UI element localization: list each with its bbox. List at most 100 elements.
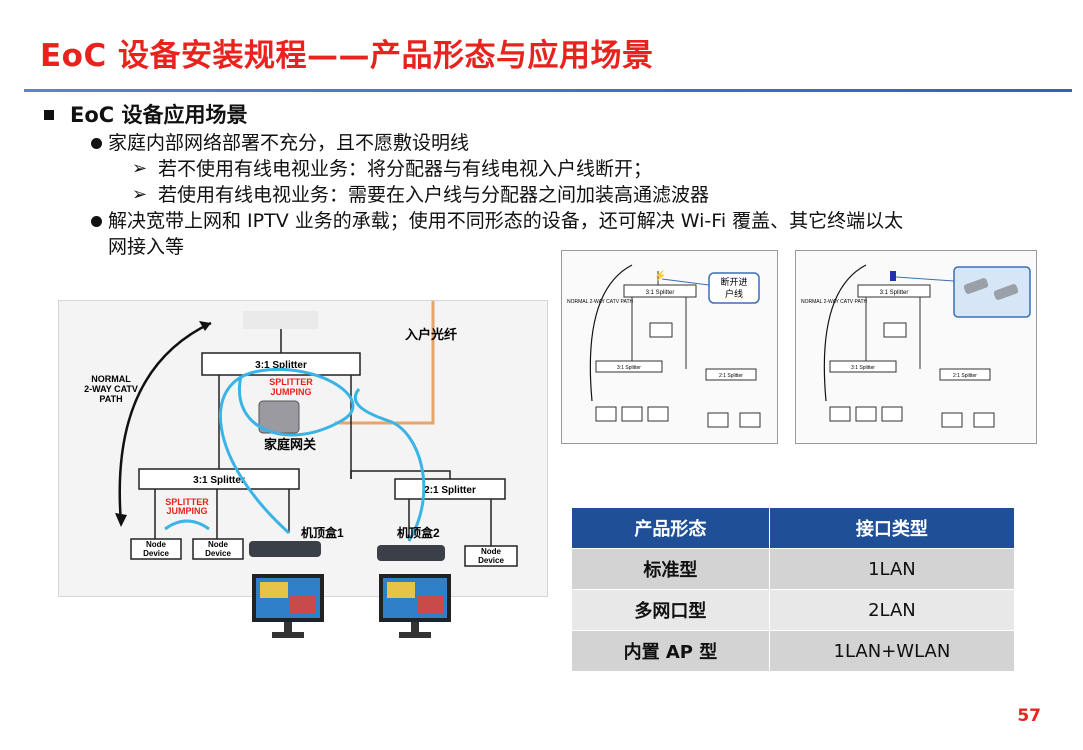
bullet-text-continued: 网接入等	[108, 236, 185, 258]
jumping-label-top-1: SPLITTER	[269, 377, 313, 387]
page-number: 57	[1017, 706, 1041, 726]
section-heading: EoC 设备应用场景	[40, 100, 1050, 130]
normal-path-label-1: NORMAL	[91, 374, 131, 384]
table-cell: 标准型	[571, 548, 770, 590]
mini-splitter-left-label: 3:1 Splitter	[851, 365, 875, 371]
jumping-label-bottom-1: SPLITTER	[165, 497, 209, 507]
callout-line-1: 断开进	[720, 276, 747, 287]
sub-bullet-item: ➢ 若不使用有线电视业务：将分配器与有线电视入户线断开；	[40, 156, 1050, 182]
set-top-box-1	[249, 541, 321, 557]
mini-splitter-right	[705, 368, 757, 381]
sub-bullet-text: 若使用有线电视业务：需要在入户线与分配器之间加装高通滤波器	[158, 184, 710, 206]
callout-box	[708, 272, 760, 304]
bullet-item: 解决宽带上网和 IPTV 业务的承载；使用不同形态的设备，还可解决 Wi-Fi …	[40, 208, 1050, 260]
node-device	[192, 538, 244, 560]
arrow-bullet-icon: ➢	[132, 184, 148, 205]
node-device	[464, 545, 518, 567]
mini-splitter-right-label: 2:1 Splitter	[719, 373, 743, 379]
cable-stb1	[218, 368, 355, 535]
mini-node-device	[647, 406, 669, 422]
callout-line-2: 户线	[725, 288, 743, 299]
mini-node-device	[881, 406, 903, 422]
mini-diagram-b-svg: NORMAL 2-WAY CATV PATH 3:1 Splitter 3:1 …	[801, 264, 1031, 428]
cut-mark-icon: ⚡	[654, 269, 666, 282]
jumping-label-top-2: JUMPING	[270, 387, 311, 397]
splitter-top-label: 3:1 Splitter	[255, 360, 307, 371]
mini-splitter-right	[939, 368, 991, 381]
table-cell: 多网口型	[571, 589, 770, 631]
fiber-label: 入户光纤	[405, 327, 457, 342]
cable-stb2	[353, 388, 426, 542]
mini-splitter-left-label: 3:1 Splitter	[617, 365, 641, 371]
tv-2	[379, 574, 451, 638]
bullet-list: EoC 设备应用场景 家庭内部网络部署不充分，且不愿敷设明线 ➢ 若不使用有线电…	[40, 100, 1050, 260]
tv-1	[252, 574, 324, 638]
filter-marker-icon	[890, 271, 896, 281]
normal-path-label-2: 2-WAY CATV	[84, 384, 138, 394]
page-title: EoC 设备安装规程——产品形态与应用场景	[40, 38, 654, 74]
mini-node-device	[941, 412, 963, 428]
fiber-line	[335, 289, 435, 425]
table-cell: 1LAN+WLAN	[768, 630, 1016, 672]
node-device-label-2: Device	[478, 556, 504, 565]
dot-bullet-icon	[91, 216, 102, 227]
mini-splitter-left	[829, 360, 897, 373]
mini-splitter-top-label: 3:1 Splitter	[646, 290, 675, 296]
mini-splitter-top	[623, 284, 697, 298]
filter-photo	[953, 266, 1031, 318]
bullet-item: 家庭内部网络部署不充分，且不愿敷设明线	[40, 130, 1050, 156]
table-cell: 2LAN	[768, 589, 1016, 631]
jumping-arc	[164, 519, 210, 531]
title-divider	[24, 89, 1072, 92]
node-device-label-2: Device	[143, 549, 169, 558]
mini-node-device	[621, 406, 643, 422]
node-device-label-1: Node	[146, 540, 167, 549]
node-device-label-2: Device	[205, 549, 231, 558]
jumping-label-bottom-2: JUMPING	[166, 506, 207, 516]
normal-path-label-3: PATH	[99, 394, 122, 404]
mini-diagram-filter: NORMAL 2-WAY CATV PATH 3:1 Splitter 3:1 …	[795, 250, 1037, 444]
mini-diagram-disconnect: NORMAL 2-WAY CATV PATH 3:1 Splitter ⚡ 断开…	[561, 250, 778, 444]
mini-splitter-left	[595, 360, 663, 373]
node-device-label-1: Node	[481, 547, 502, 556]
node-device	[130, 538, 182, 560]
mini-node-device	[707, 412, 729, 428]
stb1-label: 机顶盒1	[301, 525, 344, 540]
section-heading-text: EoC 设备应用场景	[70, 103, 248, 127]
mini-splitter-right-label: 2:1 Splitter	[953, 373, 977, 379]
mini-node-device	[739, 412, 761, 428]
splitter-right-label: 2:1 Splitter	[424, 485, 476, 496]
main-network-diagram: 3:1 Splitter NORMAL 2-WAY CATV PATH 入户光纤…	[58, 289, 548, 597]
node-device-label-1: Node	[208, 540, 229, 549]
sub-bullet-item: ➢ 若使用有线电视业务：需要在入户线与分配器之间加装高通滤波器	[40, 182, 1050, 208]
mini-splitter-top-label: 3:1 Splitter	[880, 290, 909, 296]
mini-node-device	[855, 406, 877, 422]
splitter-left	[138, 468, 300, 490]
bullet-text: 解决宽带上网和 IPTV 业务的承载；使用不同形态的设备，还可解决 Wi-Fi …	[108, 210, 904, 232]
mini-node-device	[883, 322, 907, 338]
product-form-table: 产品形态 接口类型 标准型 1LAN 多网口型 2LAN 内置 AP 型 1LA…	[571, 507, 1016, 672]
splitter-left-label: 3:1 Splitter	[193, 475, 245, 486]
table-row: 标准型 1LAN	[571, 548, 1016, 590]
mini-node-device	[595, 406, 617, 422]
gateway-label: 家庭网关	[264, 437, 316, 452]
table-header-row: 产品形态 接口类型	[571, 507, 1016, 549]
blank-device	[243, 311, 318, 329]
normal-path-arrow	[118, 321, 212, 524]
network-diagram-svg: 3:1 Splitter NORMAL 2-WAY CATV PATH 入户光纤…	[84, 289, 518, 567]
sub-bullet-text: 若不使用有线电视业务：将分配器与有线电视入户线断开；	[158, 158, 653, 180]
mini-node-device	[829, 406, 851, 422]
table-row: 内置 AP 型 1LAN+WLAN	[571, 630, 1016, 672]
table-cell: 内置 AP 型	[571, 630, 770, 672]
dot-bullet-icon	[91, 138, 102, 149]
table-row: 多网口型 2LAN	[571, 589, 1016, 631]
mini-node-device	[649, 322, 673, 338]
bullet-text: 家庭内部网络部署不充分，且不愿敷设明线	[108, 132, 470, 154]
set-top-box-2	[377, 545, 445, 561]
mini-splitter-top	[857, 284, 931, 298]
mini-diagram-a-svg: NORMAL 2-WAY CATV PATH 3:1 Splitter ⚡ 断开…	[567, 264, 761, 428]
table-header-cell: 产品形态	[571, 507, 770, 549]
stb2-label: 机顶盒2	[397, 525, 440, 540]
table-cell: 1LAN	[768, 548, 1016, 590]
arrow-bullet-icon: ➢	[132, 158, 148, 179]
